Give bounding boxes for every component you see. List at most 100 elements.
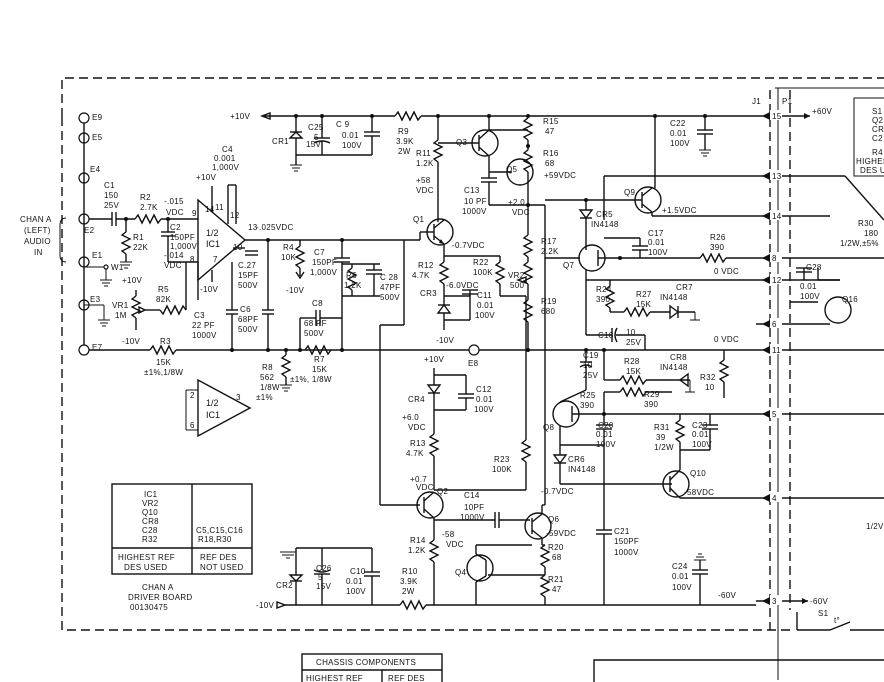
pin-number-bg — [770, 408, 782, 418]
c11-value: 0.01 — [477, 301, 494, 310]
c22-voltage: 100V — [670, 139, 690, 148]
c8-voltage: 500V — [304, 329, 324, 338]
col2-h2: NOT USED — [200, 563, 244, 572]
p1-label: P1 — [782, 97, 793, 106]
used-1: VR2 — [142, 499, 159, 508]
vr2-value: 500 — [510, 281, 524, 290]
c24-value: 0.01 — [672, 572, 689, 581]
pin-arrow — [762, 346, 770, 354]
r1-name: R1 — [133, 233, 144, 242]
right-partial: C28 0.01 100V Q16 R30 180 1/2W,±5% 1/2V … — [593, 97, 884, 682]
c9-voltage: 100V — [342, 141, 362, 150]
c1-name: C1 — [104, 181, 115, 190]
pin-arrow — [762, 212, 770, 220]
ic1a-opamp: 1/2 IC1 9 8 14 11 12 10 7 13 -.025VDC +1… — [190, 145, 300, 402]
c12-name: C12 — [476, 385, 492, 394]
c13-voltage: 1000V — [462, 207, 487, 216]
pin-arrow — [762, 494, 770, 502]
chassis-table: CHASSIS COMPONENTS HIGHEST REF REF DES — [301, 653, 443, 682]
ic1a-label-2: IC1 — [206, 239, 220, 249]
c12-voltage: 100V — [474, 405, 494, 414]
q10-name: Q10 — [690, 469, 706, 478]
label-e9: E9 — [92, 113, 103, 122]
v60b: +6.0 — [402, 413, 419, 422]
input-label-4: IN — [34, 248, 43, 257]
r25-name-x: R29 — [644, 390, 660, 399]
c4-value: 0.001 — [214, 154, 236, 163]
r15-name: R15 — [543, 117, 559, 126]
r9-name: R9 — [398, 127, 409, 136]
v025: -.025VDC — [256, 223, 294, 232]
c2-value: 150PF — [170, 233, 195, 242]
ref-des-table: IC1 VR2 Q10 CR8 C28 R32 C5,C15,C16 R18,R… — [111, 483, 253, 612]
c3-voltage: 1000V — [192, 331, 217, 340]
c27-name: C.27 — [238, 261, 256, 270]
ic1b-label-1: 1/2 — [206, 398, 219, 408]
c27-voltage: 500V — [238, 281, 258, 290]
pin-number: 13 — [772, 172, 782, 181]
vr1-value: 1M — [115, 311, 127, 320]
r6-value: 1.2K — [344, 281, 362, 290]
pin-number-bg — [770, 210, 782, 220]
r1-value: 22K — [133, 243, 148, 252]
plus10-top: +10V — [230, 112, 250, 121]
input-label-1: CHAN A — [20, 215, 52, 224]
c17-voltage: 100V — [648, 248, 668, 257]
r20-name: R20 — [548, 543, 564, 552]
r19-value: 680 — [541, 307, 555, 316]
pin-arrow — [762, 276, 770, 284]
r22-value: 100K — [473, 268, 493, 277]
plus10-cr4: +10V — [424, 355, 444, 364]
r21-value: 47 — [552, 585, 562, 594]
used-4: C28 — [142, 526, 158, 535]
label-w1: W1 — [111, 263, 124, 272]
r4-name: R4 — [283, 243, 294, 252]
r19-name: R19 — [541, 297, 557, 306]
terminal-e7 — [78, 344, 90, 356]
pin-number: 5 — [772, 410, 777, 419]
input-terminals: E9 E5 E4 E2 E1 W1 E3 E7 CHAN A (LEFT) AU… — [20, 112, 124, 356]
v07c: -0.7VDC — [541, 487, 574, 496]
r7-name: R7 — [314, 355, 325, 364]
pin-14: 14 — [205, 205, 215, 214]
r2-name: R2 — [140, 193, 151, 202]
minus10-vr1: -10V — [122, 337, 140, 346]
board-title-1: CHAN A — [142, 583, 174, 592]
bottom-supply: -10V R10 3.9K 2W CR2 C26 5 15V C10 0.01 … — [256, 547, 756, 611]
c22-name: C22 — [670, 119, 686, 128]
chassis-col1: HIGHEST REF — [306, 674, 363, 682]
c14-value: 10PF — [464, 503, 484, 512]
board-outline — [61, 77, 884, 680]
cr5-value: IN4148 — [591, 220, 619, 229]
r30-value: 180 — [864, 229, 878, 238]
pin-12: 12 — [230, 211, 240, 220]
q7-name: Q7 — [563, 261, 575, 270]
r10-watt: 2W — [402, 587, 415, 596]
c28a-value: 47PF — [380, 283, 400, 292]
q9-stage: C22 0.01 100V Q9 +1.5VDC CR5 IN4148 — [545, 114, 756, 246]
r16-name: R16 — [543, 149, 559, 158]
r24-value: 390 — [596, 295, 610, 304]
pin-11: 11 — [215, 203, 224, 212]
q5-name: Q5 — [506, 165, 518, 174]
vdc5: VDC — [408, 423, 426, 432]
c6-voltage: 500V — [238, 325, 258, 334]
cr7-value: IN4148 — [660, 293, 688, 302]
minus60-label: -60V — [810, 597, 828, 606]
pin-number: 6 — [772, 320, 777, 329]
c28a-name: C 28 — [380, 273, 398, 282]
r28-name: R28 — [624, 357, 640, 366]
c10-name: C10 — [350, 567, 366, 576]
pin-arrow — [762, 410, 770, 418]
r26-value: 390 — [710, 243, 724, 252]
c6-name: C6 — [240, 305, 251, 314]
c19-name: C19 — [583, 351, 599, 360]
v58: +58 — [416, 176, 431, 185]
label-e3: E3 — [90, 295, 101, 304]
cr8-value: IN4148 — [660, 363, 688, 372]
label-e7: E7 — [92, 343, 103, 352]
chassis-col2: REF DES — [388, 674, 425, 682]
r12-name: R12 — [418, 261, 434, 270]
r8-value: 562 — [260, 373, 274, 382]
